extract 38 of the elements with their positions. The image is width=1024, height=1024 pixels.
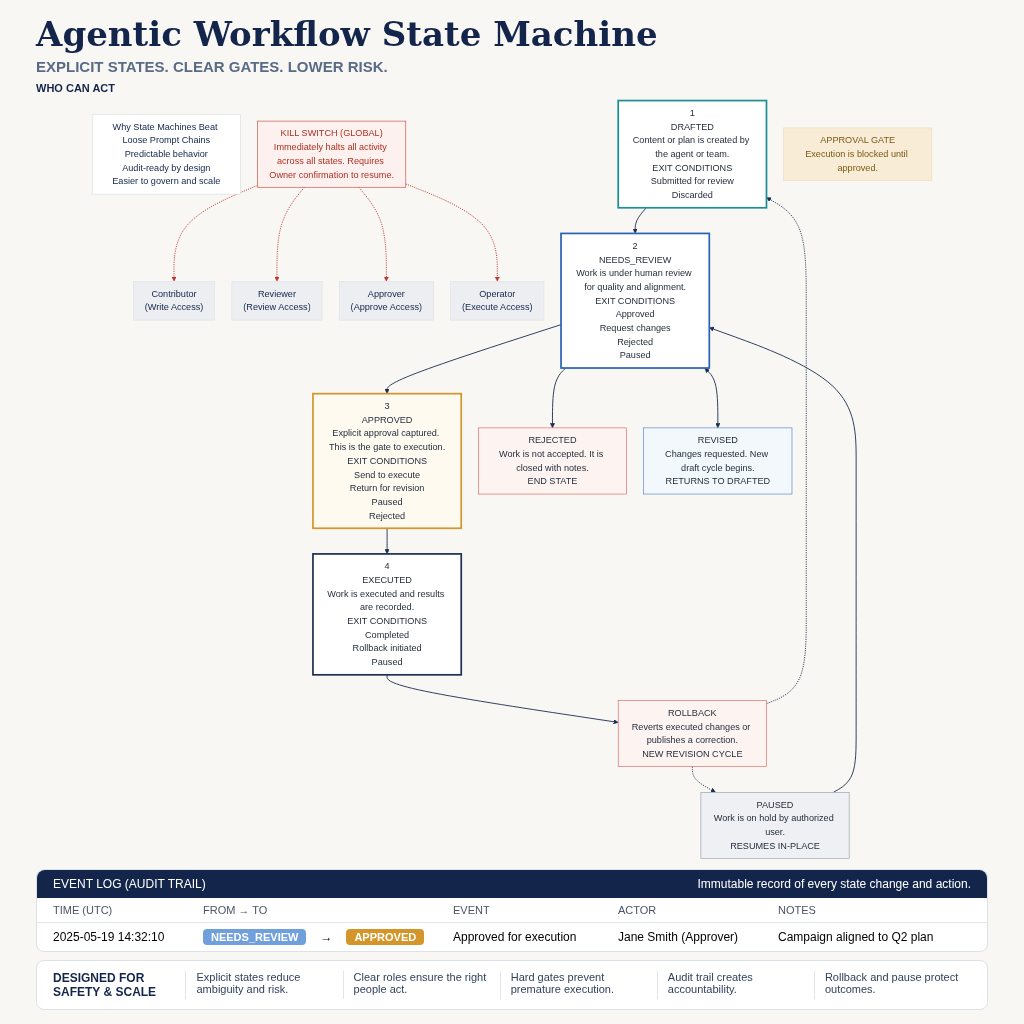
panel-note: Immutable record of every state change and action. xyxy=(697,877,971,891)
node-box: Approver (Approve Access) xyxy=(338,281,434,321)
node-box: APPROVAL GATE Execution is blocked until approved. xyxy=(783,127,933,181)
node-box: Reviewer (Review Access) xyxy=(231,281,323,321)
arrow: → xyxy=(320,930,333,944)
node-box: ROLLBACK Reverts executed changes or publishes a correction. NEW REVISION CYCLE xyxy=(617,700,767,767)
node-box: 2 NEEDS_REVIEW Work is under human review for quality and alignment. EXIT CONDITIONS Approved Request changes Rejected Paused xyxy=(560,232,711,369)
footer-heading: DESIGNED FOR SAFETY & SCALE xyxy=(53,971,158,999)
footer-note: Explicit states reduce ambiguity and risk. xyxy=(185,971,343,999)
column-header: FROM → TO xyxy=(203,904,269,916)
footer-note: Clear roles ensure the right people act. xyxy=(342,971,500,999)
title: Agentic Workflow State Machine xyxy=(36,14,659,54)
column-header: TIME (UTC) xyxy=(53,904,114,916)
node-box: Contributor (Write Access) xyxy=(133,281,216,321)
node-box: 1 DRAFTED Content or plan is created by the agent or team. EXIT CONDITIONS Submitted for review Discarded xyxy=(617,99,768,209)
state-chip: APPROVED xyxy=(346,929,425,945)
state-chip: NEEDS_REVIEW xyxy=(203,929,307,945)
panel-title: EVENT LOG (AUDIT TRAIL) xyxy=(53,877,206,891)
column-header: NOTES xyxy=(778,904,817,916)
node-box: REJECTED Work is not accepted. It is closed with notes. END STATE xyxy=(478,427,627,495)
row-label: WHO CAN ACT xyxy=(36,82,116,94)
table-cell-text: 2025-05-19 14:32:10 xyxy=(53,930,166,944)
table-cell-text: Approved for execution xyxy=(453,930,578,944)
node-box: KILL SWITCH (GLOBAL) Immediately halts all activity across all states. Requires Owner confirmation to resume. xyxy=(257,120,407,188)
footer-note: Rollback and pause protect outcomes. xyxy=(813,971,972,999)
node-box: REVISED Changes requested. New draft cycle begins. RETURNS TO DRAFTED xyxy=(643,427,793,495)
footer-note: Audit trail creates accountability. xyxy=(656,971,814,999)
table-cell-text: Jane Smith (Approver) xyxy=(618,930,740,944)
node-box: Operator (Execute Access) xyxy=(450,281,545,321)
node-box: 3 APPROVED Explicit approval captured. This is the gate to execution. EXIT CONDITIONS Send to execute Return for revision Paused Rejected xyxy=(312,392,463,530)
footer-note: Hard gates prevent premature execution. xyxy=(499,971,657,999)
node-box: PAUSED Work is on hold by authorized user. RESUMES IN-PLACE xyxy=(700,792,850,859)
node-box: Why State Machines Beat Loose Prompt Chains Predictable behavior Audit-ready by design Easier to govern and scale xyxy=(91,113,241,195)
column-header: ACTOR xyxy=(618,904,658,916)
column-header: EVENT xyxy=(453,904,491,916)
subtitle: EXPLICIT STATES. CLEAR GATES. LOWER RISK. xyxy=(36,58,388,75)
node-box: 4 EXECUTED Work is executed and results are recorded. EXIT CONDITIONS Completed Rollback initiated Paused xyxy=(312,553,463,676)
table-cell-text: Campaign aligned to Q2 plan xyxy=(778,930,935,944)
